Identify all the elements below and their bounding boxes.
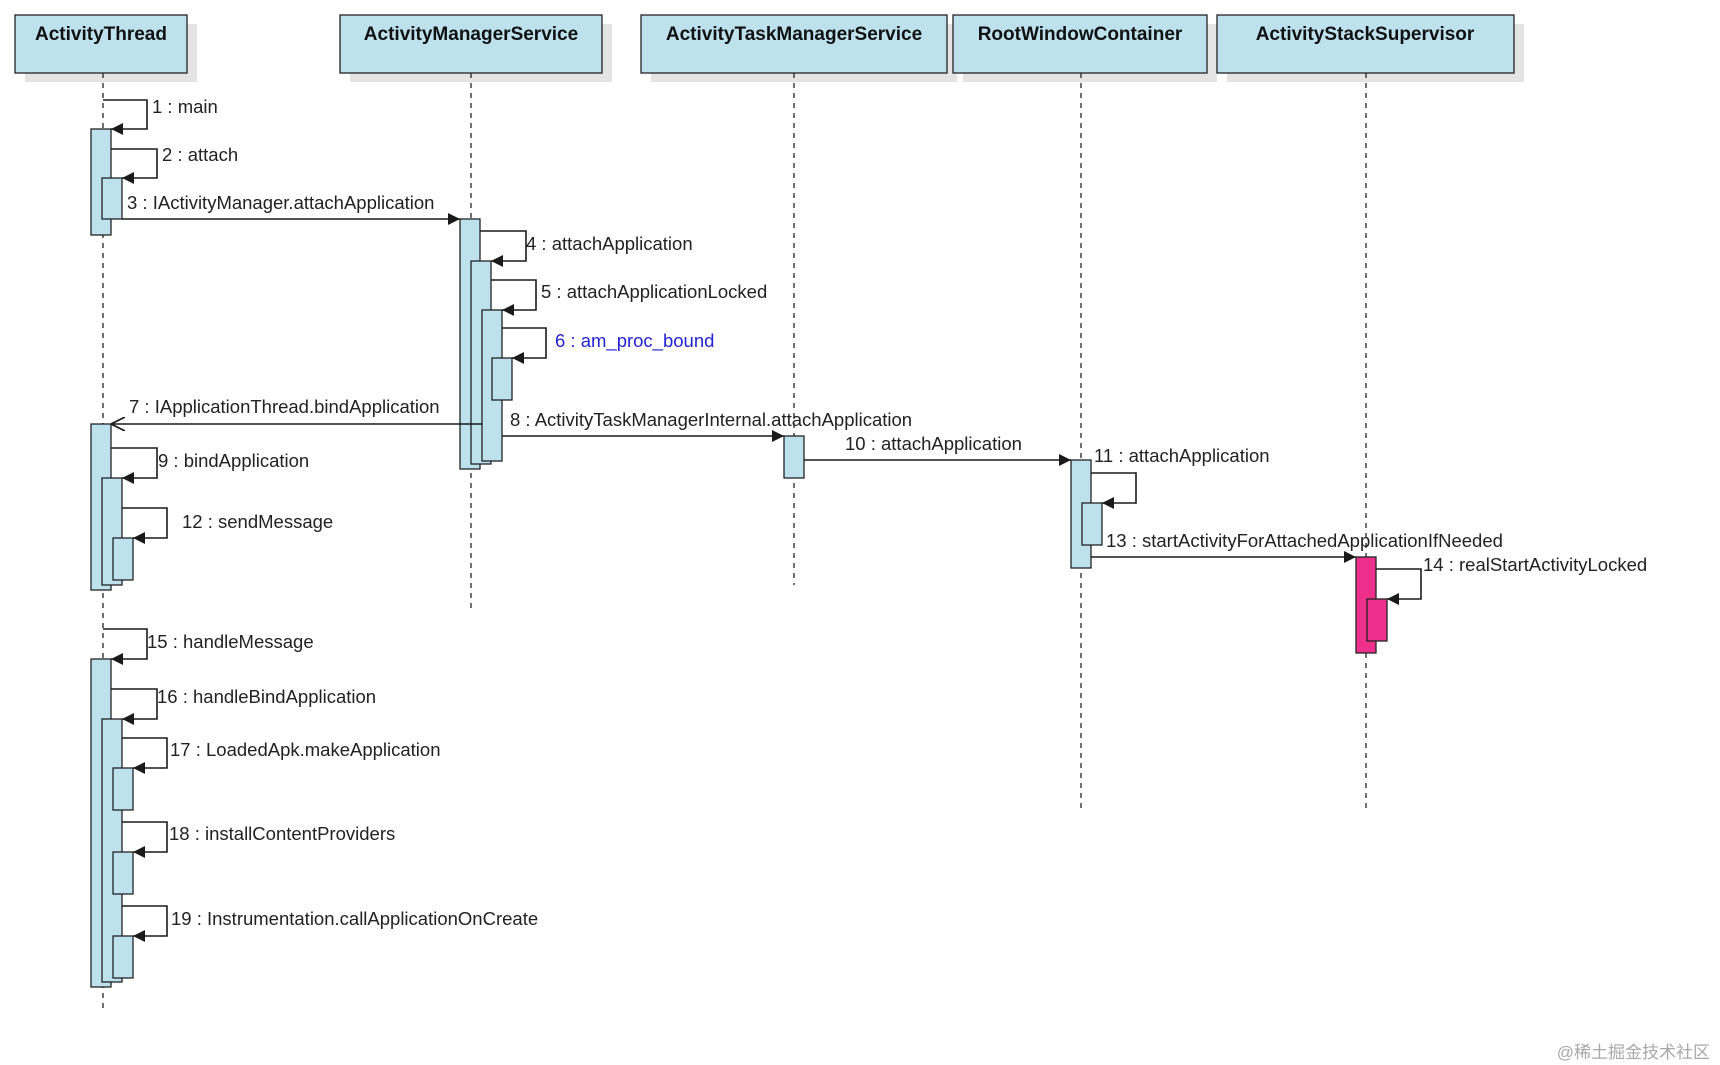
lifeline-title-activity-stack-supervisor: ActivityStackSupervisor [1256,24,1475,45]
message-arrow [480,230,527,267]
message-arrow [111,688,158,725]
message-label-highlight: 6 : am_proc_bound [555,330,714,352]
message-arrow [491,279,537,316]
lifeline-header-activity-thread: ActivityThread [14,14,197,82]
activation-bar [783,435,805,479]
message-label: 13 : startActivityForAttachedApplication… [1106,530,1503,551]
message-arrow [502,327,547,364]
message-arrow [111,447,158,484]
lifeline-title-root-window-container: RootWindowContainer [978,24,1183,45]
message-arrow [1376,568,1422,605]
message-label: 1 : main [152,96,218,117]
activation-bar [1081,502,1103,546]
message-label: 16 : handleBindApplication [157,686,376,707]
message-labels: 1 : main 2 : attach 3 : IActivityManager… [127,96,1647,929]
lifeline-title-activity-task-manager-service: ActivityTaskManagerService [666,24,922,45]
lifeline-title-activity-manager-service: ActivityManagerService [364,24,578,45]
message-label: 4 : attachApplication [526,233,693,254]
watermark-text: @稀土掘金技术社区 [1557,1043,1710,1062]
message-label: 14 : realStartActivityLocked [1423,554,1647,575]
lifeline-header-activity-task-manager-service: ActivityTaskManagerService [640,14,957,82]
lifeline-header-activity-manager-service: ActivityManagerService [339,14,612,82]
message-arrow [122,821,168,858]
lifeline-header-activity-stack-supervisor: ActivityStackSupervisor [1216,14,1524,82]
message-label: 9 : bindApplication [158,450,309,471]
message-label: 8 : ActivityTaskManagerInternal.attachAp… [510,409,912,430]
message-arrow [103,99,148,135]
activation-bar [112,935,134,979]
messages [103,99,1422,942]
message-label: 18 : installContentProviders [169,823,395,844]
message-label: 11 : attachApplication [1094,445,1270,466]
lifeline-header-root-window-container: RootWindowContainer [952,14,1217,82]
message-arrow [1091,472,1137,509]
message-label: 7 : IApplicationThread.bindApplication [129,396,440,417]
activation-bar [101,177,123,220]
message-label: 10 : attachApplication [845,433,1022,454]
message-arrow [122,507,168,544]
activation-bar [491,357,513,401]
message-label: 2 : attach [162,144,238,165]
message-label: 3 : IActivityManager.attachApplication [127,192,434,213]
message-arrow [122,737,168,774]
activation-bar [112,851,134,895]
message-arrow [111,148,158,184]
message-label: 15 : handleMessage [147,631,314,652]
message-label: 17 : LoadedApk.makeApplication [170,739,441,760]
message-label: 5 : attachApplicationLocked [541,281,767,302]
lifeline-title-activity-thread: ActivityThread [35,24,167,45]
activation-bars [90,128,1388,988]
message-label: 19 : Instrumentation.callApplicationOnCr… [171,908,538,929]
message-arrow [103,628,148,665]
activation-bar-highlight [1366,598,1388,642]
message-label: 12 : sendMessage [182,511,333,532]
message-arrow [122,905,168,942]
activation-bar [112,767,134,811]
activation-bar [112,537,134,581]
